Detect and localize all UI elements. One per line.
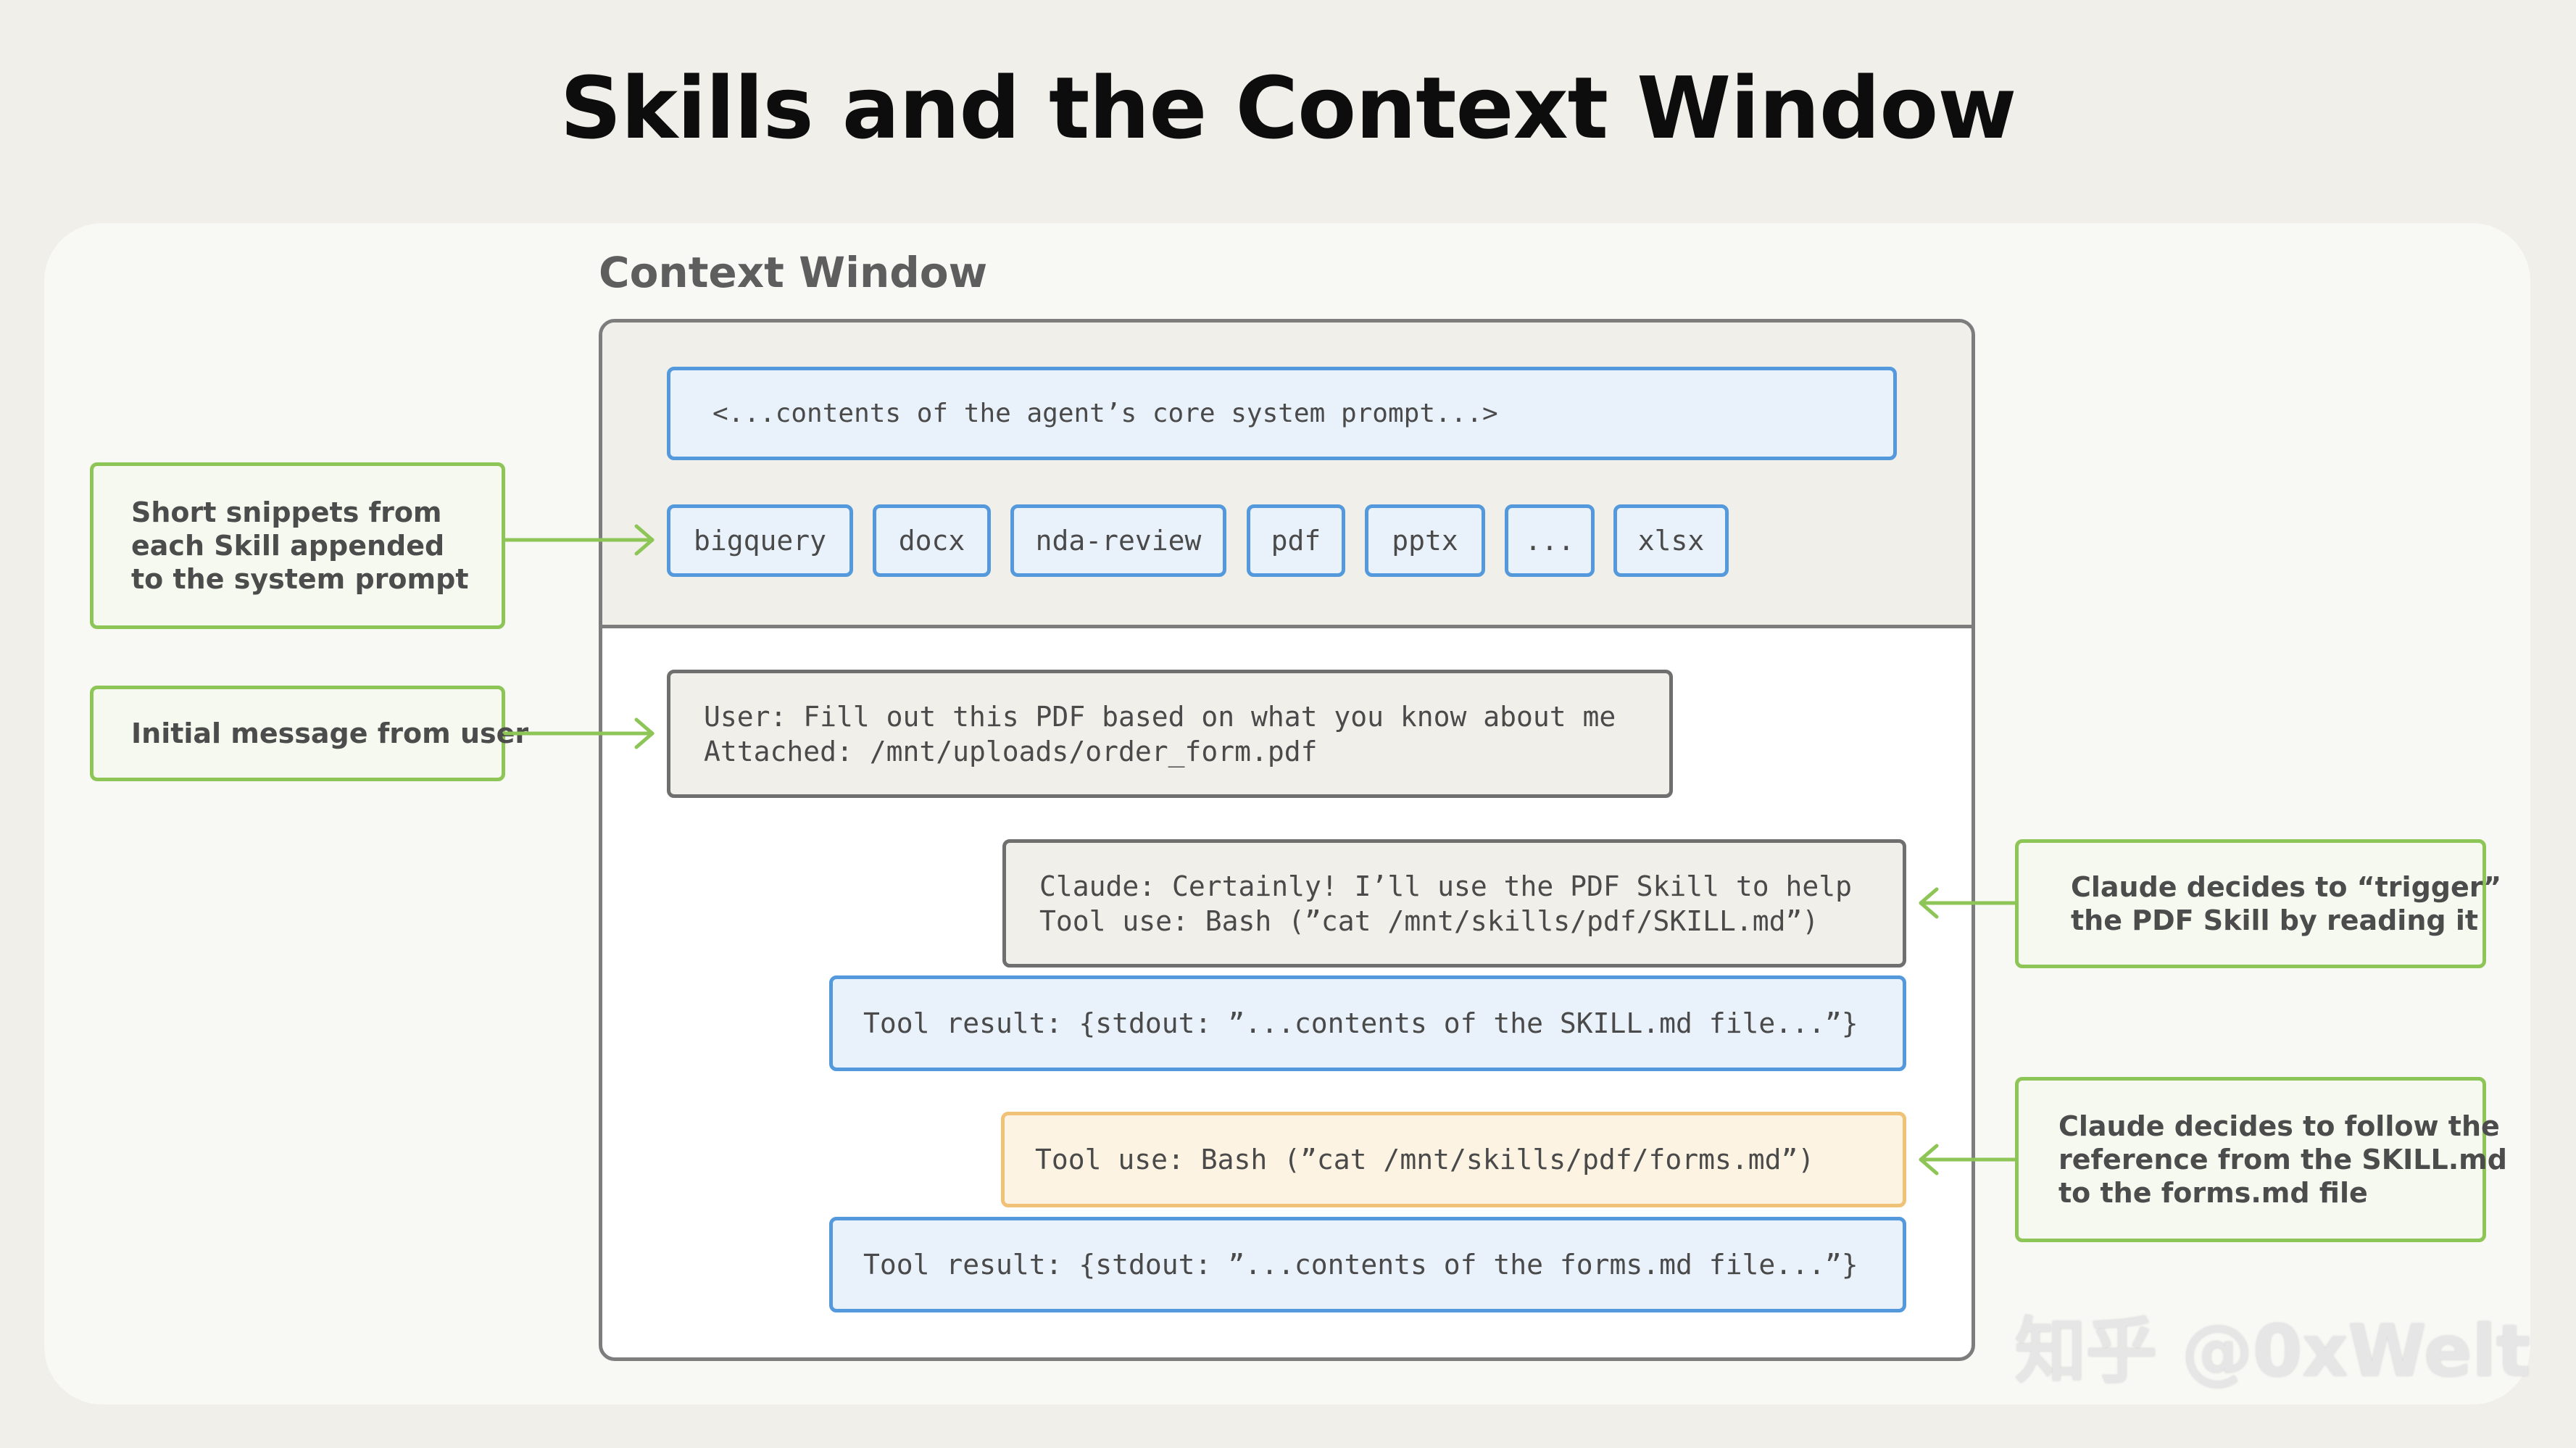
claude-message-box: Claude: Certainly! I’ll use the PDF Skil… — [1002, 839, 1906, 968]
watermark: 知乎 @0xWelt — [2015, 1310, 2531, 1393]
diagram-title: Skills and the Context Window — [560, 58, 2017, 158]
system-prompt-box: <...contents of the agent’s core system … — [667, 367, 1897, 460]
tool-result-forms-md: Tool result: {stdout: ”...contents of th… — [829, 1217, 1906, 1312]
skill-chip-pptx: pptx — [1365, 504, 1485, 577]
annotation-trigger: Claude decides to “trigger” the PDF Skil… — [2015, 839, 2501, 968]
tool-use-forms-md: Tool use: Bash (”cat /mnt/skills/pdf/for… — [1001, 1112, 1906, 1207]
tool-result-skill-md: Tool result: {stdout: ”...contents of th… — [829, 975, 1906, 1071]
skill-chip-docx: docx — [873, 504, 991, 577]
skill-chip-nda-review: nda-review — [1010, 504, 1226, 577]
skill-chip-xlsx: xlsx — [1613, 504, 1729, 577]
annotation-follow-reference: Claude decides to follow the reference f… — [2015, 1077, 2507, 1242]
claude-tool-use-line: Tool use: Bash (”cat /mnt/skills/pdf/SKI… — [1039, 904, 1819, 937]
user-message-line: User: Fill out this PDF based on what yo… — [704, 700, 1616, 733]
user-attachment-line: Attached: /mnt/uploads/order_form.pdf — [704, 735, 1318, 767]
skill-chip-more: ... — [1505, 504, 1595, 577]
annotation-initial-message: Initial message from user — [90, 686, 528, 781]
skill-chip-bigquery: bigquery — [667, 504, 853, 577]
claude-message-line: Claude: Certainly! I’ll use the PDF Skil… — [1039, 870, 1853, 902]
annotation-snippets: Short snippets from each Skill appended … — [90, 462, 505, 629]
context-window-label: Context Window — [599, 248, 988, 297]
user-message-box: User: Fill out this PDF based on what yo… — [667, 670, 1673, 798]
skill-chip-pdf: pdf — [1247, 504, 1345, 577]
